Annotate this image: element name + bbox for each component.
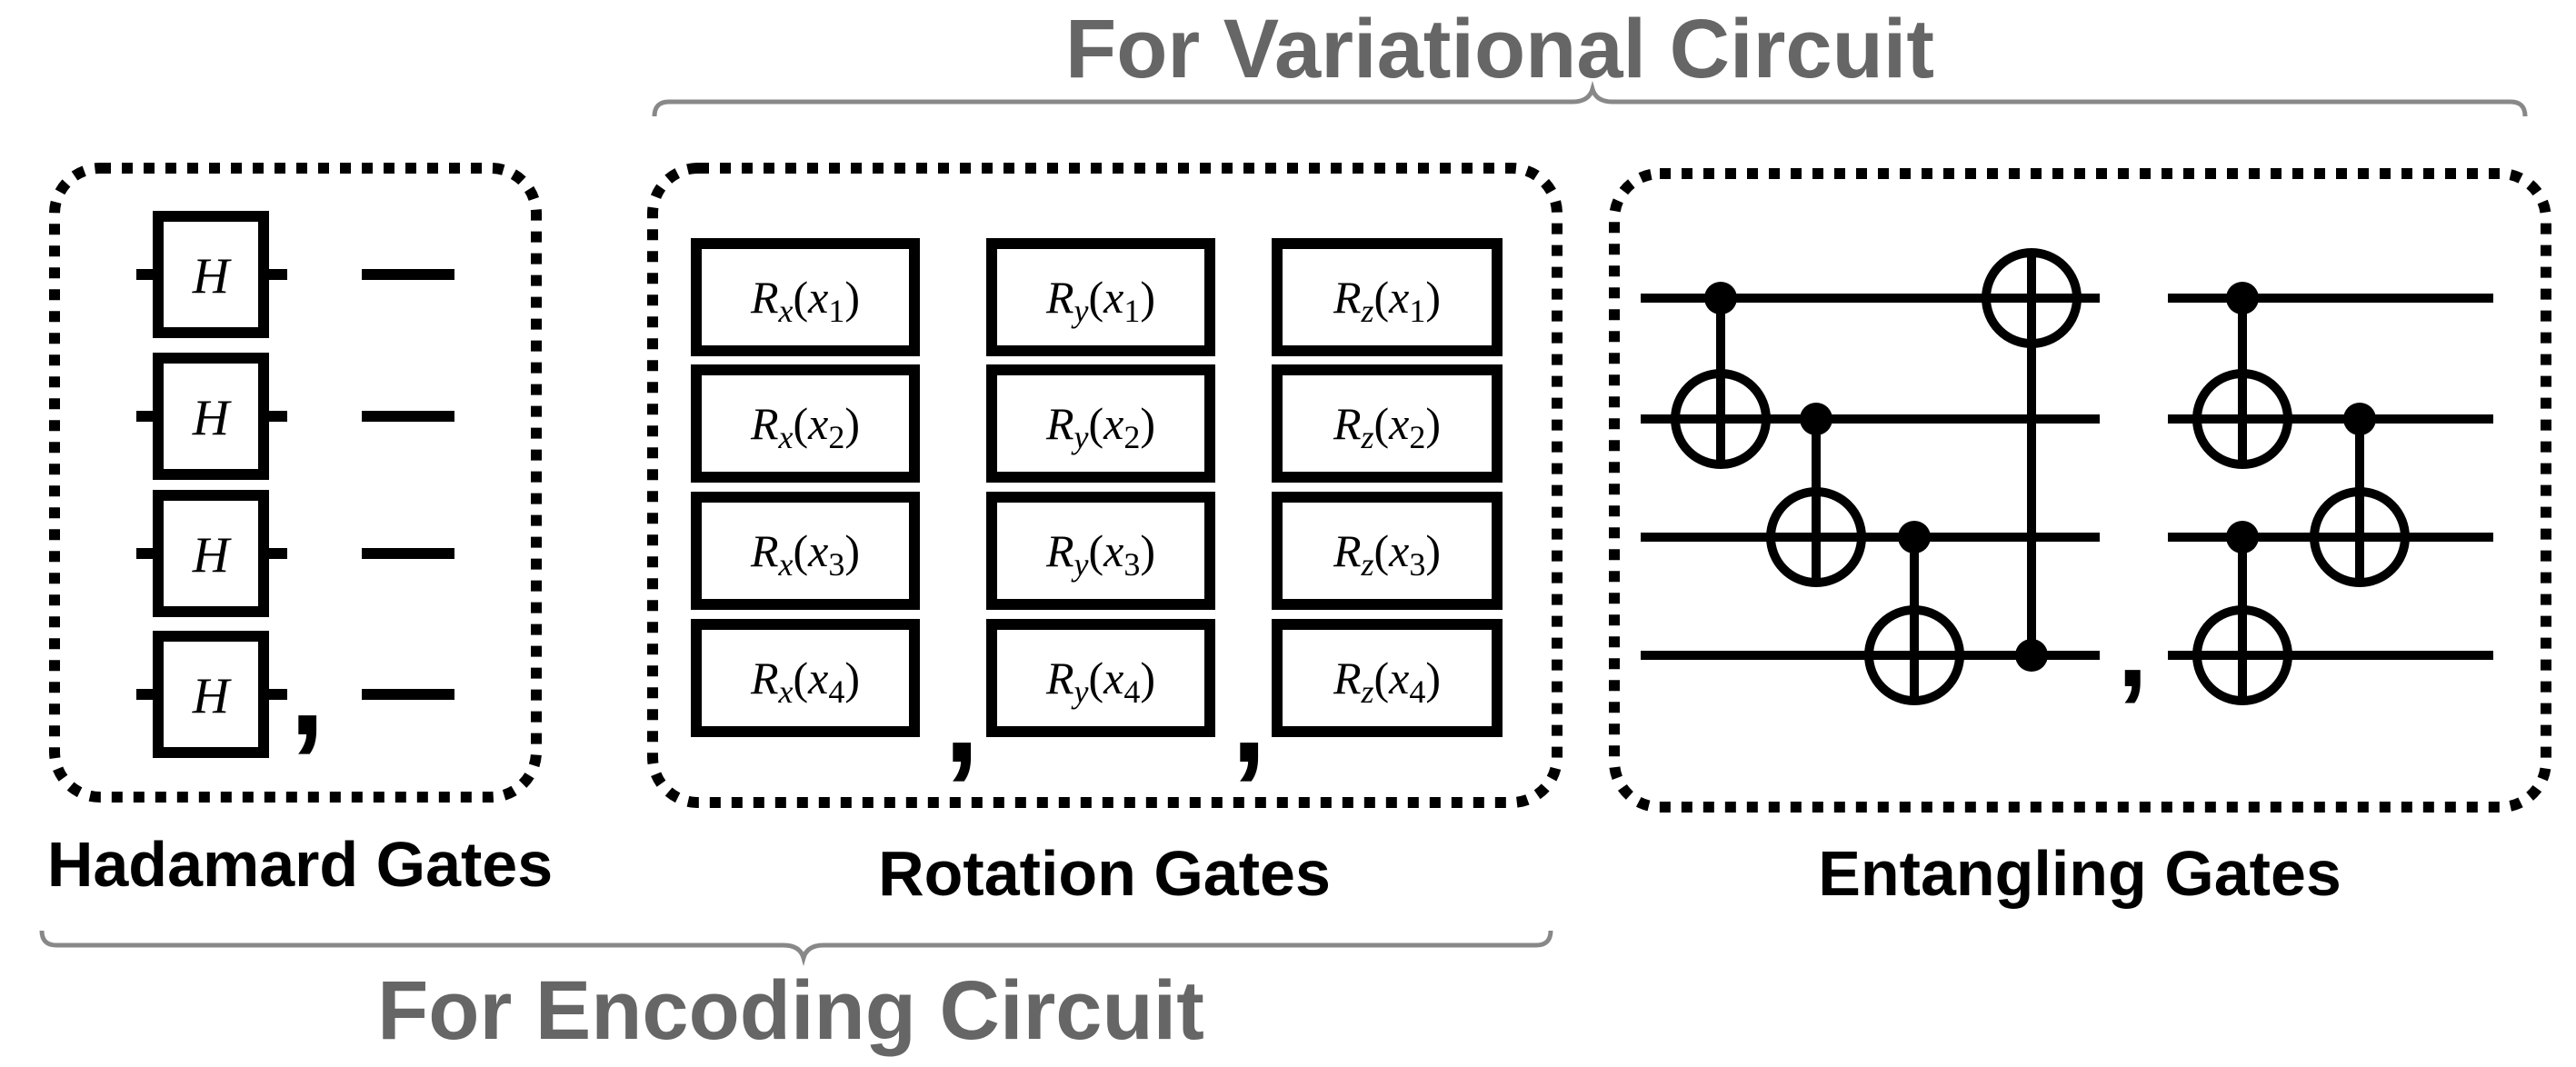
hadamard-gate-2 — [153, 353, 269, 480]
cnot-b-1-2-control — [2226, 282, 2259, 314]
hadamard-gate-label-1: H — [192, 248, 232, 304]
entangling-gates-group — [1641, 248, 2493, 705]
rotation-gate-rz-3 — [1272, 492, 1503, 610]
separator-rotation-2: , — [1232, 646, 1267, 789]
rotation-gates-group: Rx(x1) Rx(x2) Rx(x3) Rx(x4) Ry(x1) Ry(x2) Ry(x… — [691, 238, 1503, 737]
rotation-gate-label-rx-1: Rx(x1) — [750, 272, 860, 329]
cnot-3-4-control — [1898, 521, 1931, 553]
hadamard-gates-label: Hadamard Gates — [47, 829, 553, 900]
rotation-gate-label-rz-4: Rz(x4) — [1333, 653, 1441, 710]
rotation-gate-rz-1 — [1272, 238, 1503, 356]
rotation-gate-label-rz-3: Rz(x3) — [1333, 525, 1441, 583]
hadamard-gate-label-3: H — [192, 527, 232, 583]
cnot-1-2-control — [1704, 282, 1737, 314]
rotation-gate-label-ry-2: Ry(x2) — [1045, 398, 1155, 455]
variational-circuit-brace — [652, 80, 2528, 117]
hadamard-gates-box — [49, 163, 542, 803]
rotation-gates-box — [647, 163, 1563, 808]
rotation-gate-label-rx-2: Rx(x2) — [750, 398, 860, 455]
rotation-gate-rx-1 — [691, 238, 920, 356]
variational-circuit-heading: For Variational Circuit — [1065, 3, 1934, 95]
rotation-gate-label-rx-3: Rx(x3) — [750, 525, 860, 583]
rotation-gate-rx-3 — [691, 492, 920, 610]
cnot-4-1-control — [2015, 639, 2048, 672]
rotation-gate-rz-4 — [1272, 619, 1503, 737]
encoding-circuit-heading: For Encoding Circuit — [377, 964, 1204, 1057]
rotation-gate-ry-2 — [986, 364, 1215, 483]
rotation-gate-label-rz-1: Rz(x1) — [1333, 272, 1441, 329]
separator-hadamard: , — [290, 619, 325, 762]
entangling-gates-box — [1609, 168, 2551, 813]
rotation-gate-rx-2 — [691, 364, 920, 483]
hadamard-gates-group: H H H H — [136, 211, 454, 758]
rotation-gate-ry-1 — [986, 238, 1215, 356]
hadamard-gate-label-2: H — [192, 390, 232, 446]
rotation-gate-ry-4 — [986, 619, 1215, 737]
hadamard-gate-label-4: H — [192, 668, 232, 724]
encoding-circuit-brace — [39, 930, 1553, 967]
cnot-b-2-3-control — [2343, 403, 2376, 435]
rotation-gate-ry-3 — [986, 492, 1215, 610]
entangling-gates-label: Entangling Gates — [1818, 838, 2341, 909]
rotation-gate-rz-2 — [1272, 364, 1503, 483]
separator-rotation-1: , — [944, 646, 980, 789]
separator-entangling: , — [2117, 588, 2147, 710]
rotation-gate-label-ry-4: Ry(x4) — [1045, 653, 1155, 710]
rotation-gates-label: Rotation Gates — [878, 838, 1331, 909]
rotation-gate-label-ry-3: Ry(x3) — [1045, 525, 1155, 583]
rotation-gate-label-rx-4: Rx(x4) — [750, 653, 860, 710]
rotation-gate-label-rz-2: Rz(x2) — [1333, 398, 1441, 455]
rotation-gate-rx-4 — [691, 619, 920, 737]
cnot-b-3-4-control — [2226, 521, 2259, 553]
rotation-gate-label-ry-1: Ry(x1) — [1045, 272, 1155, 329]
cnot-2-3-control — [1800, 403, 1832, 435]
